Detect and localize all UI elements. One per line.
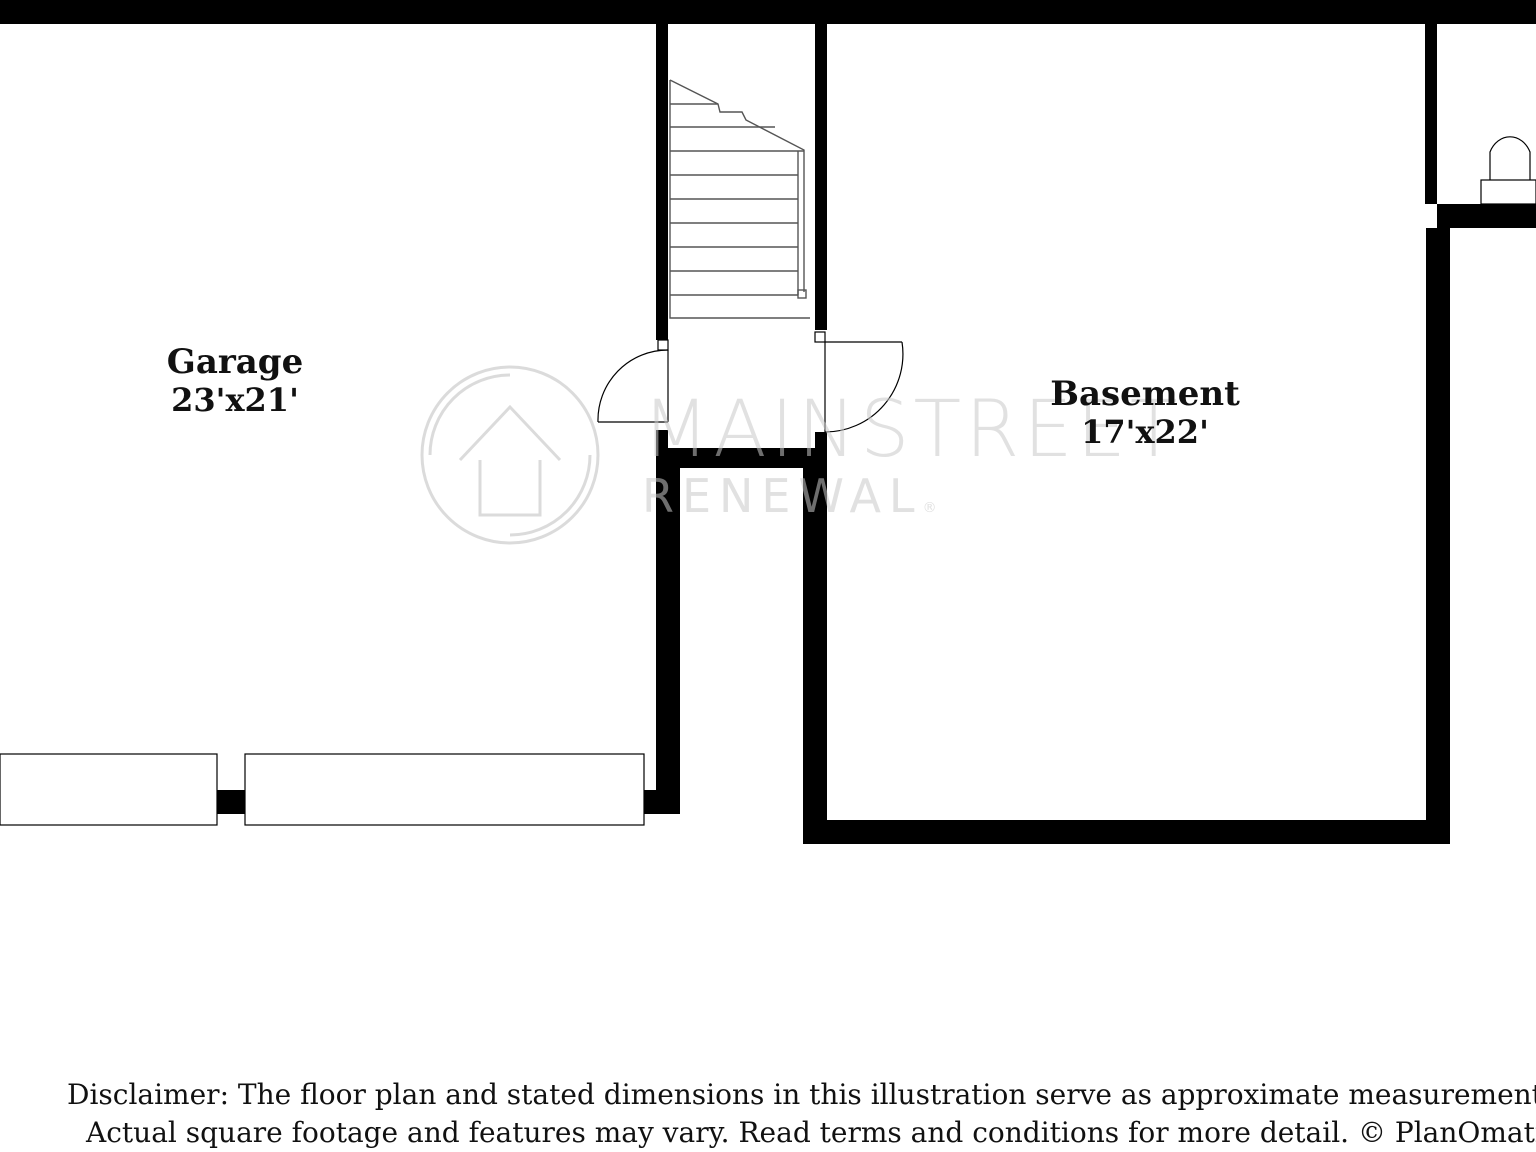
- wall-garage-bottom-stub: [644, 790, 680, 814]
- room-name: Garage: [166, 342, 304, 382]
- wall-basement-west: [803, 448, 827, 844]
- wall-hall-header: [656, 448, 827, 468]
- wall-hall-stub-left: [656, 430, 668, 450]
- room-label-basement: Basement 17'x22': [1020, 374, 1270, 452]
- wall-hall-stub-right: [815, 432, 827, 452]
- disclaimer: Disclaimer: The floor plan and stated di…: [0, 1076, 1536, 1152]
- toilet-icon: [1480, 136, 1536, 205]
- wall-basement-bottom: [803, 820, 1450, 844]
- disclaimer-line-1: Disclaimer: The floor plan and stated di…: [67, 1078, 1536, 1111]
- wall-hall-west: [656, 448, 680, 814]
- wall-basement-east: [1426, 228, 1450, 844]
- stairs-icon: [669, 79, 810, 319]
- wall-stair-right-upper: [815, 24, 827, 330]
- room-label-garage: Garage 23'x21': [135, 342, 335, 420]
- garage-door-right: [244, 753, 645, 826]
- room-dimensions: 23'x21': [171, 381, 299, 420]
- room-name: Basement: [1050, 374, 1240, 414]
- wall-garage-door-post: [217, 790, 245, 814]
- wall-closet-bottom: [1437, 204, 1536, 228]
- door-swing-icon: [597, 331, 904, 433]
- room-dimensions: 17'x22': [1081, 413, 1209, 452]
- wall-garage-right-upper: [656, 24, 668, 340]
- wall-top: [0, 0, 1536, 24]
- disclaimer-line-2: Actual square footage and features may v…: [86, 1116, 1536, 1149]
- garage-door-left: [0, 753, 218, 826]
- wall-basement-right: [1425, 24, 1437, 204]
